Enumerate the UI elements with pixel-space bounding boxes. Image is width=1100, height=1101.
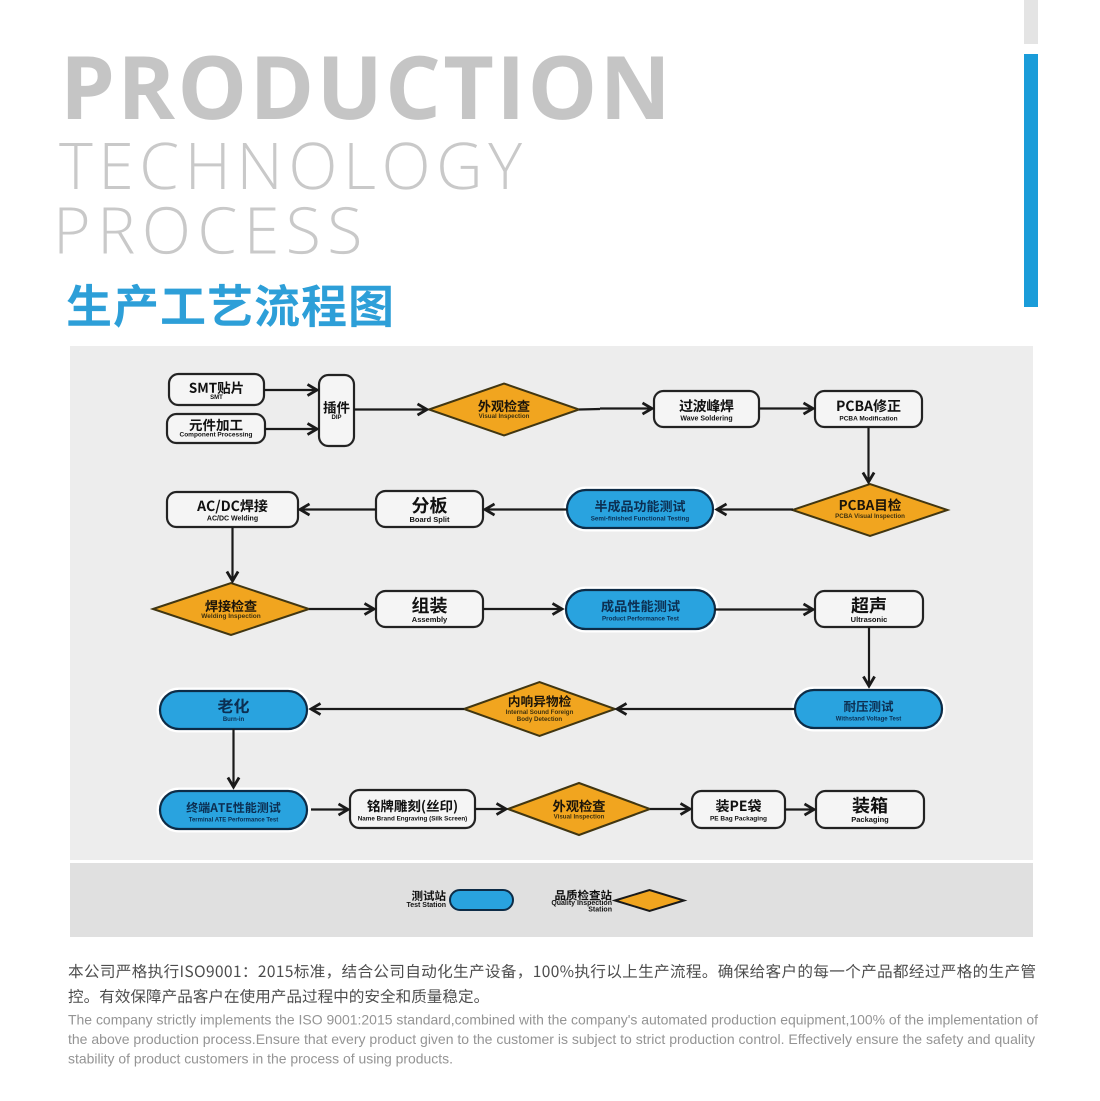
svg-text:Test Station: Test Station: [406, 902, 446, 909]
svg-text:The company strictly implement: The company strictly implements the ISO …: [68, 1012, 1038, 1028]
svg-text:Packaging: Packaging: [851, 815, 889, 824]
svg-text:Wave Soldering: Wave Soldering: [680, 416, 732, 423]
svg-text:the above production process.E: the above production process.Ensure that…: [68, 1031, 1035, 1047]
svg-text:Burn-in: Burn-in: [223, 717, 245, 723]
svg-text:SMT: SMT: [210, 395, 223, 401]
svg-text:Withstand Voltage Test: Withstand Voltage Test: [836, 717, 901, 723]
svg-text:AC/DC Welding: AC/DC Welding: [207, 516, 258, 523]
svg-text:DIP: DIP: [331, 415, 341, 421]
svg-text:Semi-finished Functional Testi: Semi-finished Functional Testing: [591, 516, 690, 523]
svg-text:Name Brand Engraving (Silk Scr: Name Brand Engraving (Silk Screen): [358, 816, 468, 823]
svg-text:Terminal ATE Performance Test: Terminal ATE Performance Test: [189, 818, 278, 824]
svg-text:PE Bag Packaging: PE Bag Packaging: [710, 816, 767, 823]
svg-text:Internal Sound Foreign: Internal Sound Foreign: [506, 709, 574, 716]
svg-text:Product Performance Test: Product Performance Test: [602, 616, 679, 623]
svg-text:Quality Inspection: Quality Inspection: [551, 900, 612, 907]
svg-text:Station: Station: [588, 907, 612, 914]
svg-text:Assembly: Assembly: [412, 615, 448, 624]
svg-text:Component Processing: Component Processing: [180, 432, 253, 439]
svg-text:PCBA Modification: PCBA Modification: [839, 416, 897, 423]
svg-text:Visual Inspection: Visual Inspection: [479, 413, 530, 420]
svg-text:Body Detection: Body Detection: [517, 716, 563, 723]
svg-text:PCBA Visual Inspection: PCBA Visual Inspection: [835, 513, 905, 520]
svg-text:Welding Inspection: Welding Inspection: [201, 613, 260, 620]
svg-text:Ultrasonic: Ultrasonic: [851, 615, 888, 624]
svg-text:Visual Inspection: Visual Inspection: [554, 814, 605, 821]
svg-text:stability of product customers: stability of product customers in the pr…: [68, 1051, 453, 1067]
svg-text:Board Split: Board Split: [409, 515, 450, 524]
